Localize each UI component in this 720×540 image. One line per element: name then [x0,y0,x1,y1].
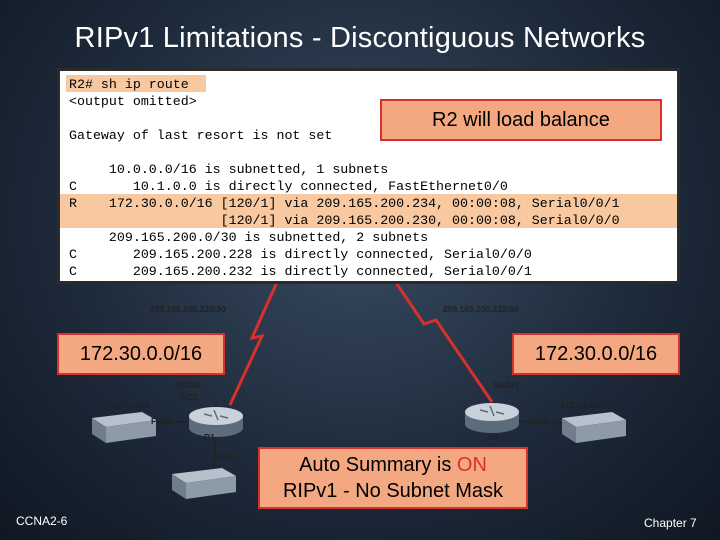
r1-name: R1 [204,432,215,442]
terminal-line: Gateway of last resort is not set [69,128,333,143]
terminal-line: C 209.165.200.228 is directly connected,… [69,247,532,262]
r1-lan1-label: 172.30.1.0/24 [97,400,149,410]
r3-serial-label: S0/0/1 [494,380,519,390]
router-icon [465,403,519,433]
r1-lan2-label: 172.30.2.0/24 [112,486,164,496]
terminal-line: R 172.30.0.0/16 [120/1] via 209.165.200.… [69,196,620,211]
terminal-line: C 209.165.200.232 is directly connected,… [69,264,532,279]
chapter-label: Chapter 7 [644,516,697,530]
r3-name: R3 [488,432,499,442]
auto-summary-prefix: Auto Summary is [299,454,457,476]
terminal-line: R2# sh ip route [69,77,189,92]
r3-lan-label: 172.30.100.0/24 [560,400,622,410]
terminal-line: 209.165.200.0/30 is subnetted, 2 subnets [69,230,429,245]
left-link-label: 209.165.200.228/30 [150,304,226,314]
router-icon [189,407,243,437]
switch-icon [172,468,236,499]
right-network-callout: 172.30.0.0/16 [512,333,680,375]
r3-fa0-label: Fa0/0 [527,416,549,426]
auto-summary-state: ON [456,454,487,476]
terminal-line: <output omitted> [69,94,197,109]
auto-summary-callout: Auto Summary is ON RIPv1 - No Subnet Mas… [258,447,528,509]
r1-fa1-label: Fa0/1 [215,452,237,462]
r1-dce-label: DCE [180,392,198,402]
rip-route-highlight [60,194,677,228]
switch-icon [562,412,626,443]
terminal-line: 10.0.0.0/16 is subnetted, 1 subnets [69,162,389,177]
switch-icon [92,412,156,443]
r1-serial-label: S0/0/0 [176,380,201,390]
serial-link-r2-r3 [380,261,494,403]
auto-summary-line: Auto Summary is ON [260,452,526,478]
right-link-label: 209.165.200.232/30 [443,304,519,314]
terminal-line: [120/1] via 209.165.200.230, 00:00:08, S… [69,213,620,228]
no-subnet-mask-line: RIPv1 - No Subnet Mask [282,480,504,502]
command-highlight [66,75,206,92]
load-balance-callout: R2 will load balance [380,99,662,141]
course-label: CCNA2-6 [16,514,68,528]
route-table-terminal: R2# sh ip route <output omitted> Gateway… [57,68,680,284]
serial-link-r1-r2 [228,261,288,406]
terminal-line: C 10.1.0.0 is directly connected, FastEt… [69,179,508,194]
left-network-callout: 172.30.0.0/16 [57,333,225,375]
slide-title: RIPv1 Limitations - Discontiguous Networ… [74,22,646,54]
r1-fa0-label: Fa0/0 [151,416,173,426]
